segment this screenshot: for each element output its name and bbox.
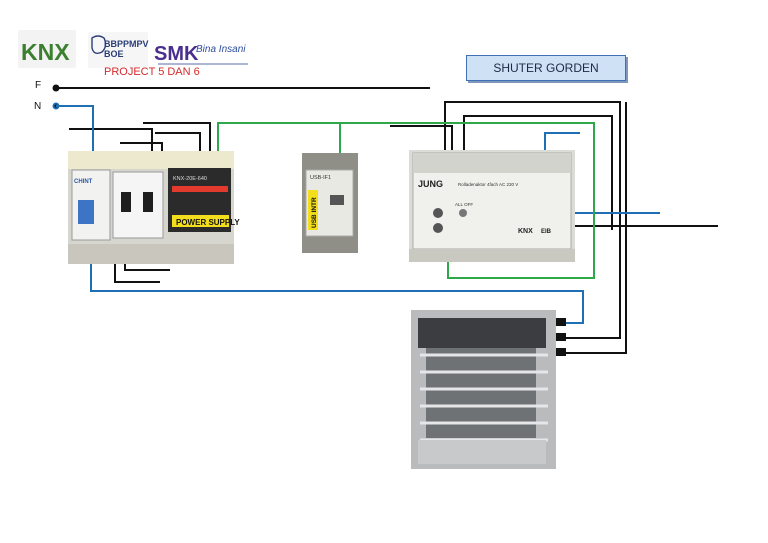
usb-model: USB-IF1 — [310, 175, 331, 181]
knx-logo: KNX — [18, 30, 76, 68]
actuator-brand: JUNG — [418, 179, 443, 189]
smk-logo: SMK Bina Insani — [152, 32, 250, 68]
shutter-actuator-panel: JUNG Rolladenaktor 4fach AC 230 V ALL OF… — [409, 150, 575, 262]
bbppmpv-logo-text: BBPPMPV — [104, 39, 149, 49]
breaker-psu-panel: CHINT KNX-20E-640 POWER SUPPLY — [68, 151, 240, 264]
boe-logo-text: BOE — [104, 49, 124, 59]
shutter-gorden-photo — [411, 310, 566, 469]
actuator-button-2 — [433, 223, 443, 233]
actuator-wire-2 — [463, 115, 613, 230]
motor-terminal-3 — [556, 348, 566, 356]
neutral-to-rcbo — [56, 105, 94, 165]
phase-feed-1 — [69, 128, 153, 152]
shutter-motor-housing — [418, 318, 546, 348]
power-supply-label: POWER SUPPLY — [176, 218, 240, 227]
knx-bus-loop — [217, 122, 595, 279]
phase-label: F — [35, 80, 42, 91]
mcb-device — [112, 171, 164, 239]
motor-terminal-1 — [556, 318, 566, 326]
shutter-base — [418, 440, 546, 464]
mcb-toggle-2 — [143, 192, 153, 212]
usb-interface-panel: USB-IF1 USB INTR — [302, 153, 358, 253]
rcbo-brand: CHINT — [74, 179, 93, 185]
knx-logo-text: KNX — [21, 39, 70, 65]
actuator-button-1 — [433, 208, 443, 218]
actuator-wire-3 — [390, 125, 453, 150]
bbppmpv-logo: BBPPMPV BOE — [88, 32, 149, 68]
project-label: PROJECT 5 DAN 6 — [104, 66, 200, 78]
motor-wire-down — [566, 102, 627, 354]
actuator-all-off: ALL OFF — [455, 202, 473, 207]
motor-terminal-2 — [556, 333, 566, 341]
psu-model: KNX-20E-640 — [173, 176, 207, 182]
actuator-button-3 — [459, 209, 467, 217]
usb-port — [330, 195, 344, 205]
rcbo-test-button — [78, 200, 94, 224]
neutral-to-actuator — [544, 132, 580, 150]
actuator-wire-up — [444, 101, 621, 339]
smk-script-text: Bina Insani — [196, 44, 246, 55]
diagram-title-box: SHUTER GORDEN — [466, 55, 626, 81]
usb-sticker — [308, 190, 318, 230]
actuator-name: Rolladenaktor 4fach AC 230 V — [458, 182, 518, 187]
neutral-label: N — [34, 101, 42, 112]
smk-logo-text: SMK — [154, 43, 199, 65]
actuator-eib-mark: EIB — [541, 229, 552, 235]
neutral-to-motor — [90, 240, 584, 324]
power-supply-sticker — [172, 215, 229, 227]
usb-label: USB INTR — [311, 197, 318, 228]
actuator-knx-mark: KNX — [518, 228, 533, 235]
diagram-title: SHUTER GORDEN — [493, 61, 599, 75]
mcb-toggle-1 — [121, 192, 131, 212]
knx-bus-wires — [217, 122, 595, 279]
